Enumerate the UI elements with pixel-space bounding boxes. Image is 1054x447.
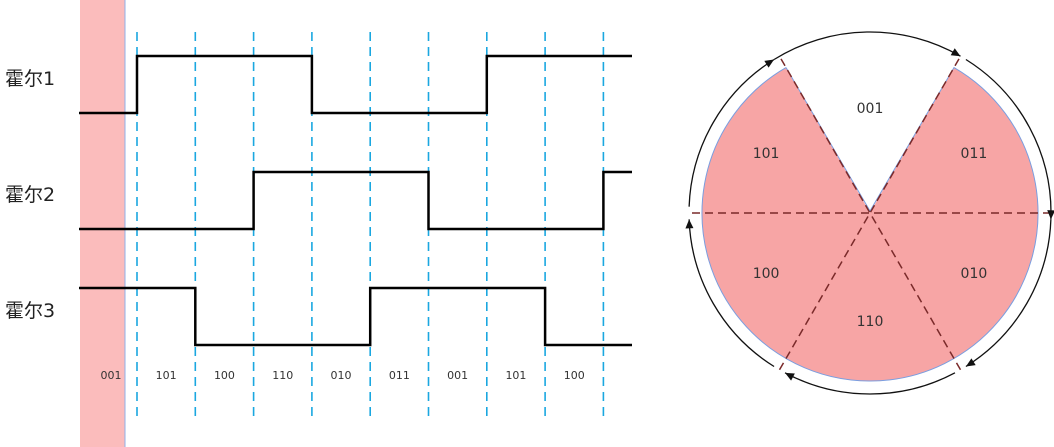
- state-label: 010: [331, 369, 352, 382]
- state-label: 001: [101, 369, 122, 382]
- highlight-stripe: [80, 0, 125, 447]
- hall-label-3: 霍尔3: [5, 300, 55, 322]
- sector-label: 010: [961, 266, 988, 282]
- rotation-arc: [965, 58, 1052, 220]
- hall-label-1: 霍尔1: [5, 68, 55, 90]
- arrow-icon: [965, 358, 976, 367]
- arrow-icon: [685, 219, 694, 229]
- rotation-arc: [773, 31, 961, 61]
- state-label: 100: [214, 369, 235, 382]
- rotation-arc: [688, 219, 775, 368]
- sector-boundary-line: [778, 55, 962, 371]
- hall-signal-1: [79, 54, 632, 115]
- sector-label: 011: [961, 146, 988, 162]
- sector-label: 110: [857, 314, 884, 330]
- sector-outline: [701, 66, 1039, 382]
- sector-label: 001: [857, 101, 884, 117]
- arrow-icon: [785, 372, 795, 381]
- hall-label-2: 霍尔2: [5, 184, 55, 206]
- rotation-arc: [965, 219, 1052, 368]
- sector-label: 101: [753, 146, 780, 162]
- hall-signal-2: [79, 170, 632, 231]
- state-label: 001: [447, 369, 468, 382]
- rotation-arc: [784, 372, 956, 395]
- arrow-icon: [950, 48, 961, 57]
- state-label: 101: [156, 369, 177, 382]
- arrow-icon: [764, 59, 775, 68]
- sector-label: 100: [753, 266, 780, 282]
- state-label: 011: [389, 369, 410, 382]
- hall-signal-3: [79, 286, 632, 347]
- hall-waveform-chart: 霍尔1 霍尔2 霍尔3 001 101 100 110 010 011 001 101 100: [5, 0, 632, 447]
- sector-boundary-line: [778, 55, 962, 371]
- state-label: 100: [564, 369, 585, 382]
- state-label: 101: [505, 369, 526, 382]
- state-label: 110: [272, 369, 293, 382]
- rotation-arc: [688, 58, 775, 207]
- sector-001: [786, 44, 954, 213]
- arrow-icon: [1047, 210, 1054, 220]
